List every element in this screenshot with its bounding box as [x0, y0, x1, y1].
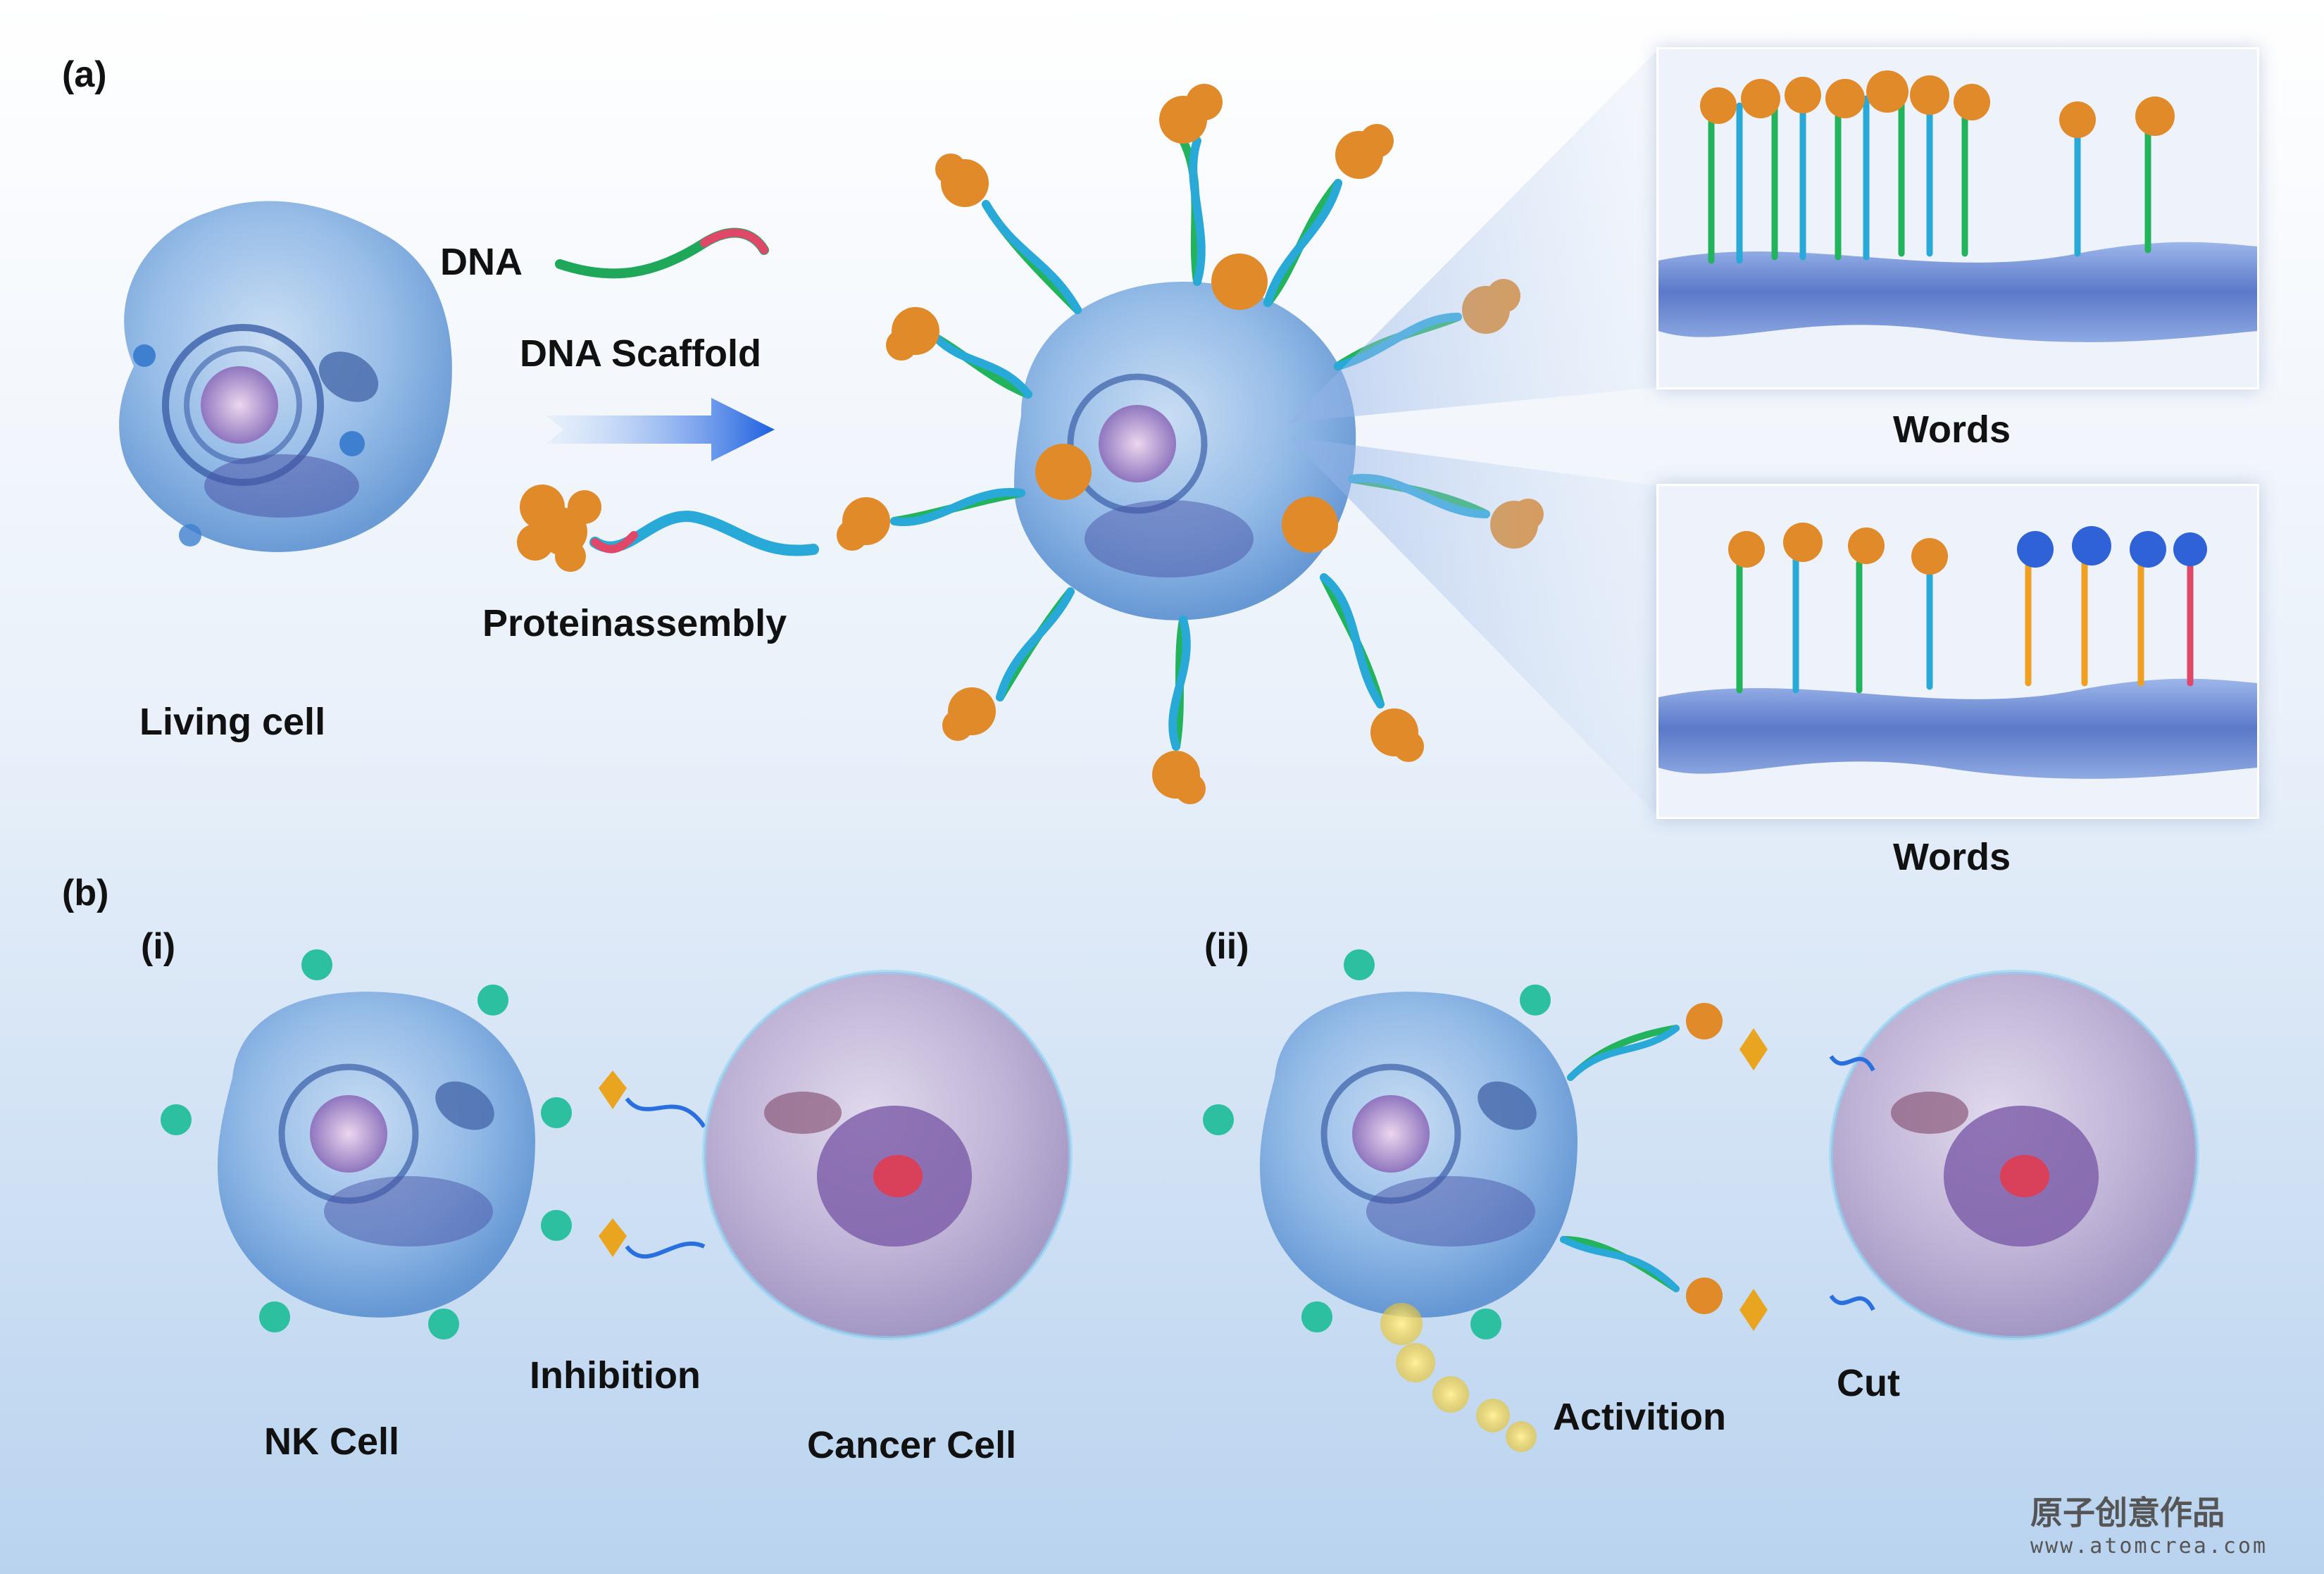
cancer-cell-illustration-ii: [1829, 970, 2199, 1340]
panel-a-label: (a): [62, 54, 107, 95]
inhibition-label: Inhibition: [530, 1354, 701, 1397]
zoom-beam: [1289, 49, 1658, 423]
process-arrow: [546, 398, 775, 461]
watermark: 原子创意作品 www.atomcrea.com: [2030, 1487, 2268, 1559]
protein-assembly-icon: [517, 485, 819, 572]
inset-bottom-caption: Words: [1893, 836, 2011, 878]
cut-label: Cut: [1837, 1362, 1900, 1404]
zoom-beam: [1289, 437, 1658, 817]
dna-label: DNA: [440, 241, 523, 283]
dna-scaffold-label: DNA Scaffold: [520, 332, 762, 375]
watermark-name: 原子创意作品: [2030, 1494, 2225, 1532]
dna-strand-icon: [555, 227, 769, 279]
cancer-cell-illustration-i: [702, 970, 1073, 1340]
panel-b-label: (b): [62, 873, 109, 913]
inset-top-frame: [1656, 47, 2259, 389]
panel-b-ii-label: (ii): [1204, 926, 1249, 967]
inset-top-caption: Words: [1893, 408, 2011, 451]
cancer-cell-label: Cancer Cell: [807, 1424, 1017, 1466]
living-cell-illustration: [119, 201, 452, 552]
nk-cell-illustration-i: [161, 949, 706, 1339]
inset-bottom-frame: [1656, 484, 2259, 819]
activation-label: Activition: [1553, 1396, 1727, 1438]
panel-b-i-label: (i): [141, 926, 176, 967]
nk-cell-label: NK Cell: [264, 1420, 400, 1463]
dna-decorated-cell-illustration: [837, 84, 1544, 804]
living-cell-label: Living cell: [139, 701, 326, 743]
watermark-url: www.atomcrea.com: [2030, 1534, 2268, 1559]
protein-assembly-label: Proteinassembly: [482, 602, 787, 644]
inset-top-membrane: [1658, 49, 2257, 387]
nk-cell-illustration-ii: [1203, 949, 1768, 1452]
inset-bottom-membrane: [1658, 486, 2257, 817]
